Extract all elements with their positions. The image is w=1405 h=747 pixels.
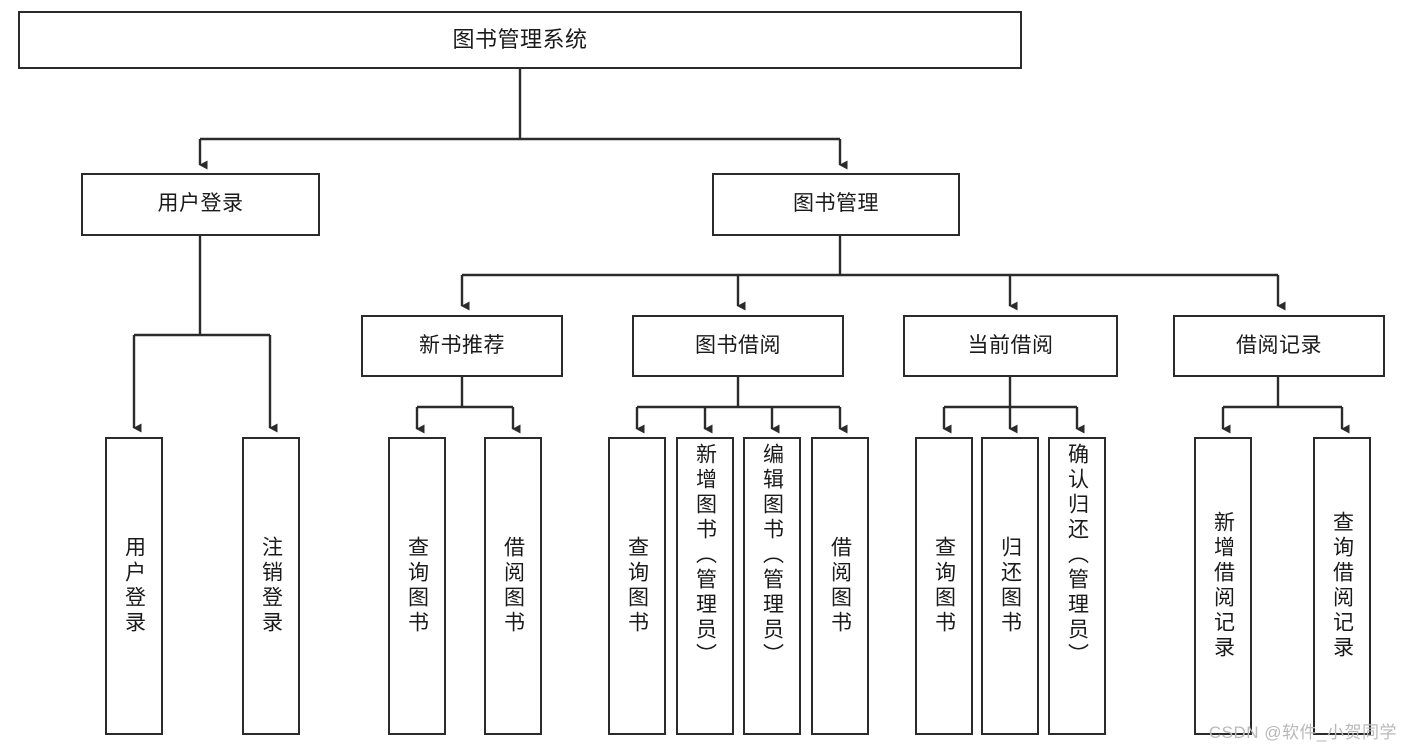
node-borrow-record[interactable]: 借阅记录 [1173, 315, 1385, 377]
node-label: 当前借阅 [967, 333, 1054, 357]
node-label: 图书管理 [793, 192, 879, 216]
node-new-book-recommend[interactable]: 新书推荐 [361, 315, 563, 377]
leaf-label: 编辑图书（管理员） [760, 443, 784, 668]
leaf-borrow-add-book-admin[interactable]: 新增图书（管理员） [676, 437, 734, 735]
leaf-label: 查询借阅记录 [1330, 511, 1354, 661]
leaf-record-query-record[interactable]: 查询借阅记录 [1313, 437, 1371, 735]
leaf-borrow-query-book[interactable]: 查询图书 [608, 437, 666, 735]
leaf-user-login-login[interactable]: 用户登录 [105, 437, 163, 735]
leaf-label: 用户登录 [122, 536, 146, 636]
leaf-current-query-book[interactable]: 查询图书 [915, 437, 973, 735]
node-label: 新书推荐 [419, 333, 505, 357]
node-label: 图书借阅 [695, 333, 781, 357]
leaf-label: 新增图书（管理员） [693, 443, 717, 668]
leaf-recommend-query-book[interactable]: 查询图书 [388, 437, 446, 735]
leaf-current-return-book[interactable]: 归还图书 [981, 437, 1039, 735]
leaf-label: 新增借阅记录 [1211, 511, 1235, 661]
node-book-management[interactable]: 图书管理 [712, 173, 960, 236]
leaf-current-confirm-return-admin[interactable]: 确认归还（管理员） [1048, 437, 1106, 735]
node-label: 借阅记录 [1236, 333, 1322, 357]
leaf-label: 归还图书 [998, 536, 1022, 636]
node-current-borrow[interactable]: 当前借阅 [903, 315, 1118, 377]
leaf-record-add-record[interactable]: 新增借阅记录 [1194, 437, 1252, 735]
leaf-user-login-logout[interactable]: 注销登录 [242, 437, 300, 735]
node-user-login[interactable]: 用户登录 [81, 173, 320, 236]
leaf-label: 借阅图书 [828, 536, 852, 636]
leaf-label: 确认归还（管理员） [1065, 443, 1089, 668]
leaf-label: 查询图书 [625, 536, 649, 636]
node-label: 图书管理系统 [452, 27, 588, 53]
leaf-borrow-borrow-book[interactable]: 借阅图书 [811, 437, 869, 735]
leaf-label: 借阅图书 [501, 536, 525, 636]
leaf-label: 查询图书 [932, 536, 956, 636]
leaf-borrow-edit-book-admin[interactable]: 编辑图书（管理员） [743, 437, 801, 735]
leaf-label: 查询图书 [405, 536, 429, 636]
leaf-label: 注销登录 [259, 536, 283, 636]
node-book-borrow[interactable]: 图书借阅 [632, 315, 844, 377]
leaf-recommend-borrow-book[interactable]: 借阅图书 [484, 437, 542, 735]
node-label: 用户登录 [157, 192, 244, 216]
node-root-system[interactable]: 图书管理系统 [18, 11, 1022, 69]
